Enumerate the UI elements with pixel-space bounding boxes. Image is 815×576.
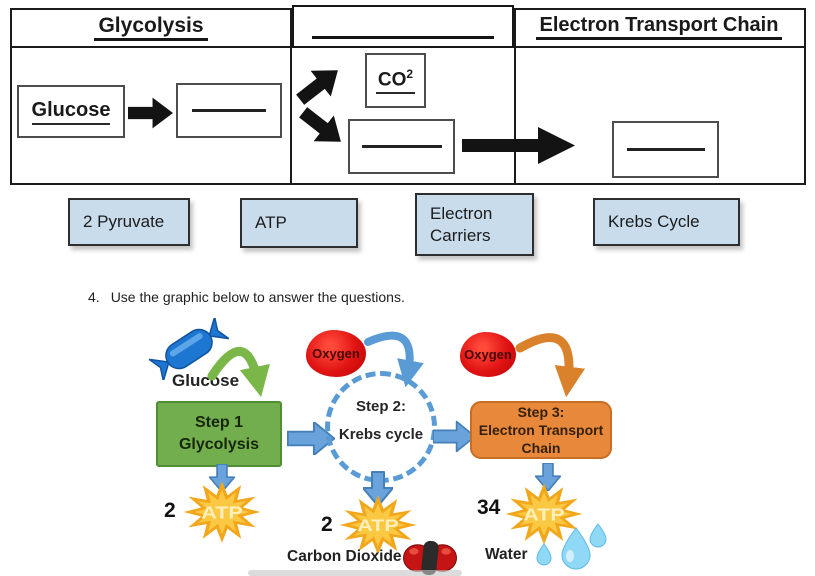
graphic-glucose-label: Glucose — [172, 371, 240, 390]
water-droplets-icon — [536, 523, 607, 570]
middle-header-blank-line — [312, 36, 494, 39]
step3-line1: Step 3: — [517, 403, 565, 420]
blue-right-arrow-icon — [287, 422, 335, 455]
etc-blank-line — [626, 148, 705, 151]
answer-tile-label: Krebs Cycle — [608, 212, 700, 232]
atp-count-step1: 2 — [164, 499, 176, 522]
question-4: 4. Use the graphic below to answer the q… — [88, 289, 405, 305]
step3-line2: Electron Transport — [478, 421, 604, 438]
glycolysis-header-label: Glycolysis — [94, 14, 208, 41]
step3-line3: Chain — [521, 440, 561, 457]
answer-tile-label: Electron Carriers — [430, 204, 493, 245]
co2-label: CO2 — [375, 66, 416, 95]
blue-down-arrow-icon — [363, 471, 393, 507]
middle-header-blank-box[interactable] — [292, 5, 514, 48]
atp-text: ATP — [357, 517, 399, 535]
answer-tile-label: 2 Pyruvate — [83, 212, 165, 232]
etc-header: Electron Transport Chain — [514, 14, 804, 40]
atp-starburst-icon: ATP — [183, 481, 261, 543]
atp-count-step2: 2 — [321, 513, 333, 536]
oxygen-blob-step3: Oxygen — [460, 332, 516, 377]
step3-etc-box: Step 3: Electron Transport Chain — [470, 401, 612, 459]
step2-line2: Krebs cycle — [338, 426, 424, 443]
oxygen-label: Oxygen — [464, 347, 512, 362]
glucose-box: Glucose — [17, 85, 125, 138]
step1-line1: Step 1 — [194, 414, 243, 431]
etc-blank-box[interactable] — [612, 121, 719, 178]
glycolysis-blank-box[interactable] — [176, 83, 282, 138]
black-right-arrow-icon — [128, 97, 173, 129]
atp-starburst-icon: ATP — [339, 495, 417, 555]
co2-superscript: 2 — [406, 66, 414, 81]
glycolysis-header: Glycolysis — [12, 14, 290, 41]
question-number: 4. — [88, 289, 100, 305]
co2-base: CO — [377, 69, 407, 91]
glucose-box-label: Glucose — [31, 99, 111, 125]
answer-tile-2-pyruvate[interactable]: 2 Pyruvate — [68, 198, 190, 246]
krebs-blank-line — [361, 145, 442, 148]
step2-line1: Step 2: — [355, 398, 406, 415]
atp-text: ATP — [523, 505, 565, 524]
oxygen-blob-step2: Oxygen — [306, 330, 366, 377]
black-down-right-arrow-icon — [299, 107, 341, 142]
blue-right-arrow-icon — [433, 420, 475, 453]
process-table: Glycolysis Electron Transport Chain Gluc… — [10, 5, 806, 185]
step1-line2: Glycolysis — [178, 436, 260, 453]
answer-tile-atp[interactable]: ATP — [240, 198, 358, 248]
blue-curved-arrow-icon — [364, 331, 424, 388]
step2-krebs-cycle-text: Step 2: Krebs cycle — [329, 398, 433, 443]
carbon-dioxide-label: Carbon Dioxide — [287, 548, 402, 565]
answer-tile-krebs-cycle[interactable]: Krebs Cycle — [593, 198, 740, 246]
blue-down-arrow-icon — [208, 464, 236, 492]
atp-count-step3: 34 — [477, 496, 501, 519]
table-column-divider — [290, 10, 292, 183]
big-black-right-arrow-icon — [462, 127, 575, 164]
question-text: Use the graphic below to answer the ques… — [110, 289, 405, 305]
oxygen-label: Oxygen — [312, 346, 360, 361]
co2-box: CO2 — [365, 53, 426, 108]
table-column-divider — [514, 10, 516, 183]
answer-tile-electron-carriers[interactable]: Electron Carriers — [415, 193, 534, 256]
atp-starburst-icon: ATP — [505, 483, 583, 545]
answer-tile-label: ATP — [255, 213, 287, 233]
etc-header-label: Electron Transport Chain — [535, 14, 783, 40]
water-label: Water — [485, 546, 528, 563]
co2-molecule-icon — [403, 540, 457, 576]
krebs-blank-box[interactable] — [348, 119, 455, 174]
orange-curved-arrow-icon — [515, 333, 586, 398]
glycolysis-blank-line — [192, 109, 266, 112]
blue-down-arrow-icon — [534, 463, 562, 491]
atp-text: ATP — [201, 503, 243, 522]
page-edge-smudge — [248, 570, 462, 576]
step1-glycolysis-box: Step 1 Glycolysis — [156, 401, 282, 467]
black-up-right-arrow-icon — [296, 70, 338, 105]
candy-glucose-icon — [148, 318, 230, 380]
green-curved-arrow-icon — [207, 347, 270, 397]
